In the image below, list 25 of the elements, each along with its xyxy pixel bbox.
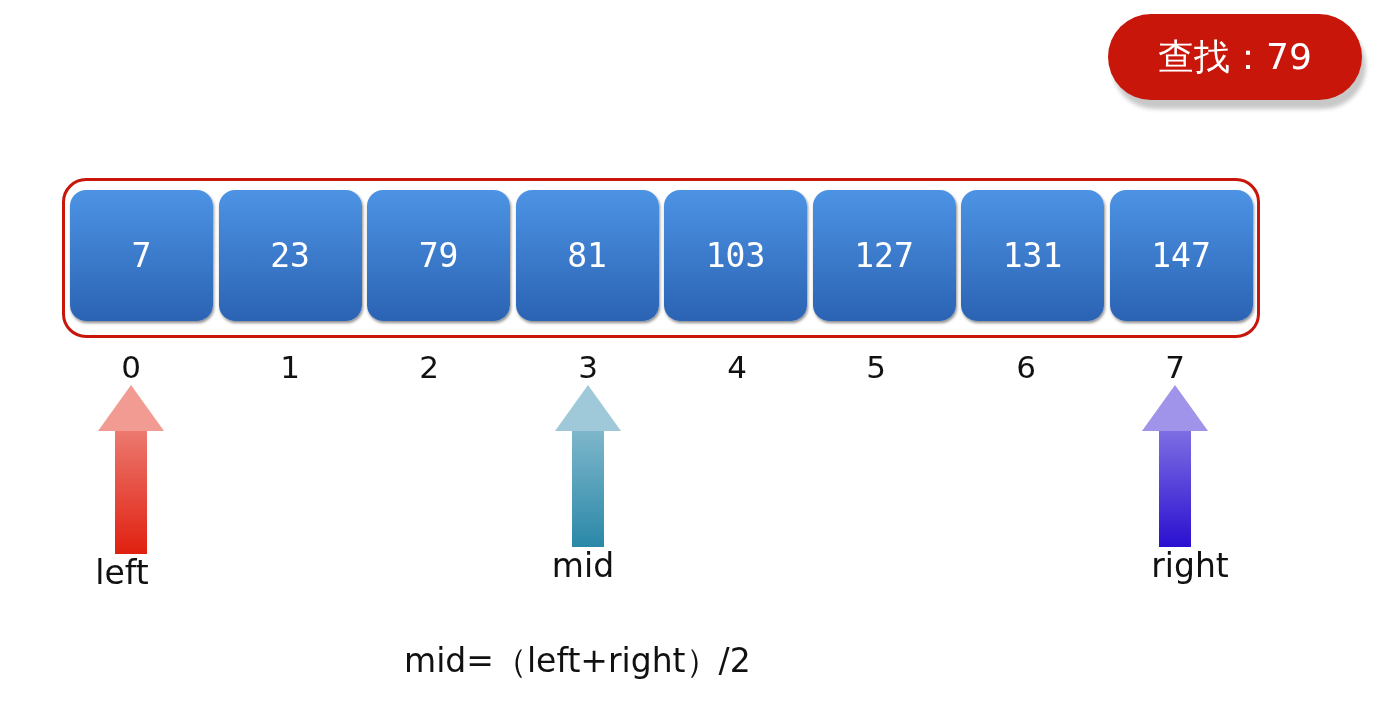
search-badge: 查找：79 (1108, 14, 1362, 100)
array-cell: 23 (218, 190, 362, 321)
array-cell: 127 (812, 190, 956, 321)
index-number: 0 (121, 352, 141, 383)
pointer-arrow (98, 385, 164, 554)
index-number: 2 (419, 352, 439, 383)
array-frame (62, 178, 1260, 338)
formula-text: mid=（left+right）/2 (404, 644, 751, 677)
pointer-arrow (1142, 385, 1208, 547)
index-number: 5 (866, 352, 886, 383)
index-number: 4 (727, 352, 747, 383)
index-number: 6 (1016, 352, 1036, 383)
array-cell: 7 (70, 190, 213, 321)
index-number: 3 (578, 352, 598, 383)
index-number: 7 (1165, 352, 1185, 383)
index-number: 1 (280, 352, 300, 383)
array-cell: 79 (367, 190, 510, 321)
pointer-label: left (95, 556, 149, 589)
array-cell: 81 (515, 190, 659, 321)
array-cell: 131 (961, 190, 1104, 321)
pointer-label: right (1151, 549, 1229, 582)
array-cell: 103 (664, 190, 807, 321)
array-cell: 147 (1109, 190, 1253, 321)
pointer-arrow (555, 385, 621, 547)
pointer-label: mid (551, 549, 615, 582)
